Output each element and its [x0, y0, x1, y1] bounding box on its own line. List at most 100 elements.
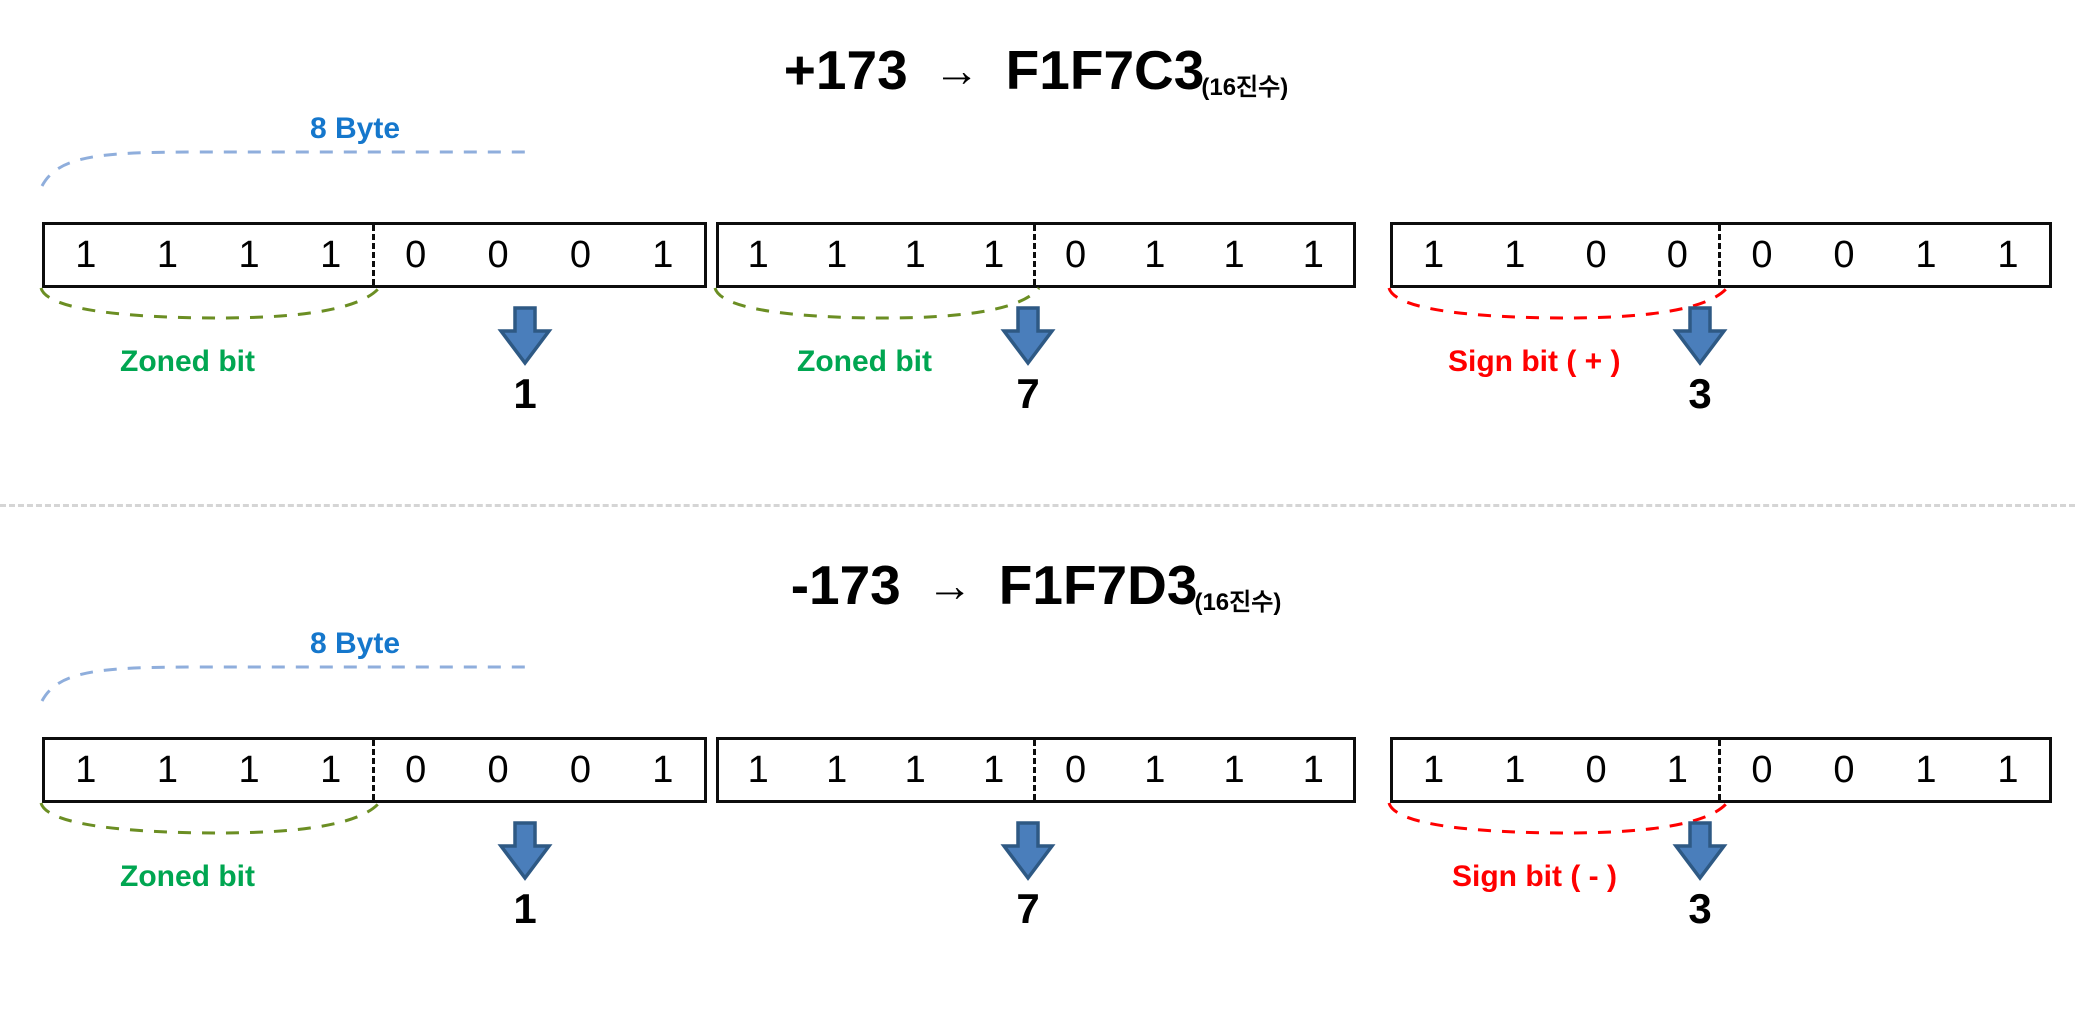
bit: 1 [652, 234, 674, 276]
hex-digit-2: 7 [1016, 885, 1040, 932]
down-arrow-icon [1672, 306, 1728, 366]
bit: 0 [569, 234, 591, 276]
decimal-value: +173 [783, 39, 908, 101]
span-label-8byte: 8 Byte [310, 112, 401, 145]
byte-box-1: 1 1 1 1 0 0 0 1 [42, 222, 707, 288]
byte-box-3: 1 1 0 1 0 0 1 1 [1390, 737, 2052, 803]
byte-2-zone-half: 1 1 1 1 [719, 225, 1036, 285]
down-arrow-icon [1000, 821, 1056, 881]
bit: 1 [1997, 234, 2019, 276]
zoned-arc-2 [713, 287, 1041, 320]
bit: 1 [826, 749, 848, 791]
byte-box-2: 1 1 1 1 0 1 1 1 [716, 222, 1356, 288]
bit: 1 [75, 749, 97, 791]
right-arrow-icon: → [933, 44, 980, 96]
span-bracket-arc [40, 150, 534, 187]
hex-value: F1F7C3 [1005, 39, 1205, 101]
bit: 1 [1504, 234, 1526, 276]
bit: 0 [1585, 749, 1607, 791]
bit: 0 [1833, 234, 1855, 276]
bit: 1 [1302, 234, 1324, 276]
zoned-decimal-negative-section: -173 → F1F7D3(16진수) 8 Byte 1 1 1 1 0 0 0 1… [0, 505, 2075, 1012]
down-arrow-icon [1672, 821, 1728, 881]
decimal-value: -173 [790, 554, 901, 616]
bit: 1 [983, 749, 1005, 791]
bit: 0 [405, 749, 427, 791]
bit: 0 [1751, 749, 1773, 791]
bit: 1 [983, 234, 1005, 276]
hex-subscript: (16진수) [1194, 589, 1282, 616]
down-arrow-icon [497, 306, 553, 366]
zoned-bit-label-2: Zoned bit [797, 345, 932, 378]
bit: 1 [156, 749, 178, 791]
hex-digit-1: 1 [513, 885, 537, 932]
bit: 1 [1423, 234, 1445, 276]
hex-digit-3: 3 [1688, 885, 1712, 932]
bit: 1 [75, 234, 97, 276]
bit: 1 [747, 749, 769, 791]
byte-2-digit-half: 0 1 1 1 [1036, 740, 1353, 800]
bit: 1 [747, 234, 769, 276]
bit: 0 [569, 749, 591, 791]
bit: 1 [156, 234, 178, 276]
bit: 1 [1504, 749, 1526, 791]
bit: 1 [904, 749, 926, 791]
bit: 1 [1223, 234, 1245, 276]
bit: 0 [487, 749, 509, 791]
title-positive: +173 → F1F7C3(16진수) [0, 38, 2075, 102]
zoned-bit-label-1: Zoned bit [120, 860, 255, 893]
byte-1-digit-half: 0 0 0 1 [375, 225, 705, 285]
bit: 0 [487, 234, 509, 276]
bit: 0 [1751, 234, 1773, 276]
hex-subscript: (16진수) [1201, 74, 1289, 101]
span-label-8byte: 8 Byte [310, 627, 401, 660]
bit: 1 [1144, 749, 1166, 791]
byte-box-2: 1 1 1 1 0 1 1 1 [716, 737, 1356, 803]
byte-3-digit-half: 0 0 1 1 [1721, 225, 2049, 285]
bit: 1 [904, 234, 926, 276]
bit: 1 [1997, 749, 2019, 791]
sign-bit-label-3: Sign bit ( + ) [1448, 345, 1621, 378]
bit: 1 [1144, 234, 1166, 276]
bit: 0 [1833, 749, 1855, 791]
byte-2-zone-half: 1 1 1 1 [719, 740, 1036, 800]
byte-2-digit-half: 0 1 1 1 [1036, 225, 1353, 285]
zoned-arc-1 [39, 286, 381, 320]
bit: 1 [1423, 749, 1445, 791]
byte-box-1: 1 1 1 1 0 0 0 1 [42, 737, 707, 803]
zoned-bit-label-1: Zoned bit [120, 345, 255, 378]
byte-1-zone-half: 1 1 1 1 [45, 740, 375, 800]
bit: 1 [1666, 749, 1688, 791]
down-arrow-icon [1000, 306, 1056, 366]
right-arrow-icon: → [926, 559, 973, 611]
bit: 1 [652, 749, 674, 791]
bit: 1 [320, 234, 342, 276]
byte-1-zone-half: 1 1 1 1 [45, 225, 375, 285]
down-arrow-icon [497, 821, 553, 881]
bit: 0 [1065, 234, 1087, 276]
title-negative: -173 → F1F7D3(16진수) [0, 553, 2075, 617]
hex-digit-3: 3 [1688, 370, 1712, 417]
sign-bit-label-3: Sign bit ( - ) [1452, 860, 1617, 893]
zoned-decimal-positive-section: +173 → F1F7C3(16진수) 8 Byte 1 1 1 1 0 0 0 1… [0, 0, 2075, 505]
hex-digit-2: 7 [1016, 370, 1040, 417]
byte-3-sign-half: 1 1 0 1 [1393, 740, 1721, 800]
bit: 1 [1223, 749, 1245, 791]
bit: 0 [1065, 749, 1087, 791]
byte-3-digit-half: 0 0 1 1 [1721, 740, 2049, 800]
span-bracket-arc [40, 665, 534, 702]
byte-3-sign-half: 1 1 0 0 [1393, 225, 1721, 285]
bit: 0 [1585, 234, 1607, 276]
hex-digit-1: 1 [513, 370, 537, 417]
zoned-arc-1 [39, 801, 381, 835]
bit: 1 [238, 749, 260, 791]
byte-1-digit-half: 0 0 0 1 [375, 740, 705, 800]
hex-value: F1F7D3 [998, 554, 1198, 616]
bit: 1 [238, 234, 260, 276]
bit: 0 [405, 234, 427, 276]
bit: 1 [1915, 234, 1937, 276]
section-divider [0, 504, 2075, 507]
byte-box-3: 1 1 0 0 0 0 1 1 [1390, 222, 2052, 288]
bit: 1 [1915, 749, 1937, 791]
bit: 1 [826, 234, 848, 276]
